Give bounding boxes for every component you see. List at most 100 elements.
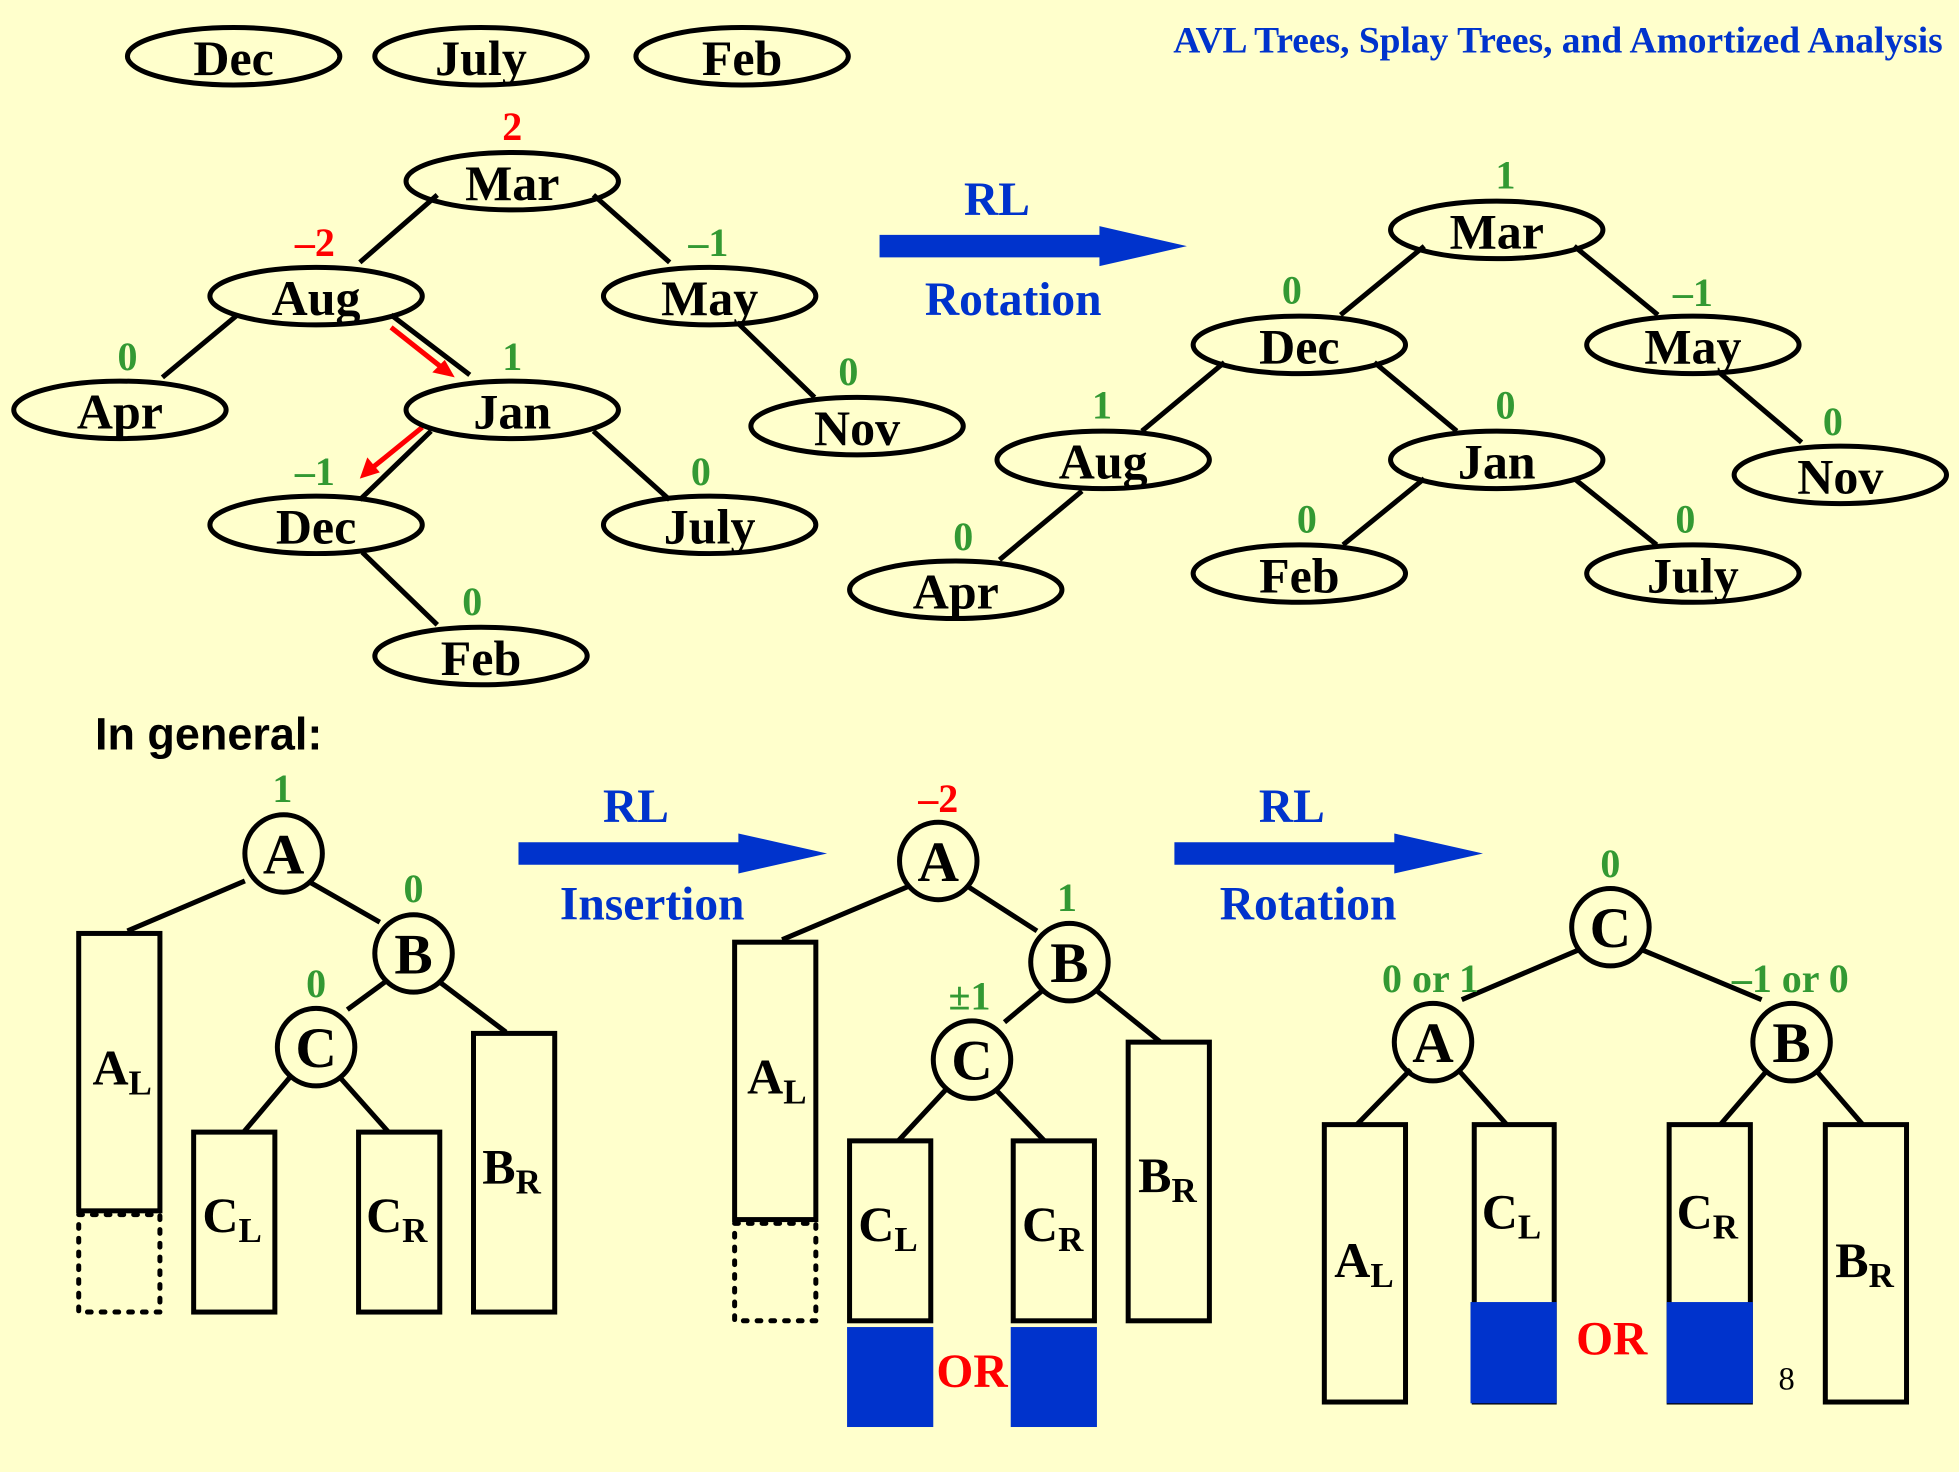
arrow-right-icon — [879, 226, 1187, 267]
edge-A-AL — [126, 878, 246, 934]
edge-C-CL — [896, 1086, 949, 1143]
subtree-label: CR — [366, 1187, 428, 1250]
node-label: Nov — [814, 400, 900, 456]
edge-C-CL — [241, 1074, 294, 1134]
subtree-box — [847, 1138, 934, 1324]
node-ellipse — [372, 24, 590, 88]
subtree-CL: CL — [847, 1138, 934, 1428]
node-dec: Dec –1 — [207, 449, 425, 557]
edge-B-BR — [438, 980, 508, 1035]
or-label: OR — [936, 1346, 1008, 1398]
balance-factor: 0 — [1297, 496, 1317, 541]
node-circle — [1569, 885, 1652, 969]
node-circle — [242, 812, 325, 895]
subtree-BR: BR — [471, 1030, 558, 1315]
balance-factor: 0 — [691, 449, 711, 494]
subtree-label: CR — [1677, 1183, 1739, 1246]
red-arrow-jan-dec — [359, 425, 424, 479]
node-ellipse — [600, 493, 819, 557]
node-label: B — [1050, 932, 1088, 995]
edge-B-C — [1002, 988, 1044, 1025]
subtree-label: BR — [1138, 1147, 1197, 1210]
node-A: A 0 or 1 — [1382, 956, 1479, 1084]
red-arrow-shaft — [368, 425, 424, 472]
pending-node-july: July — [372, 24, 590, 88]
balance-factor: 0 — [838, 349, 858, 394]
node-aug: Aug –2 — [207, 220, 425, 328]
node-mar: Mar 1 — [1388, 153, 1606, 262]
subtree-label: BR — [482, 1138, 541, 1201]
node-label: Nov — [1797, 449, 1883, 505]
node-label: B — [1772, 1012, 1810, 1075]
subtree-box — [76, 930, 163, 1214]
node-C: C 0 — [1569, 841, 1652, 969]
node-ellipse — [124, 24, 343, 88]
subtree-BR: BR — [1822, 1122, 1910, 1405]
node-feb: Feb 0 — [372, 579, 590, 688]
edge-B-C — [345, 980, 387, 1012]
arrow-label-bottom: Rotation — [1220, 879, 1397, 931]
general-stage-3: C 0 A 0 or 1 B –1 or 0 AL CL OR CR — [1321, 841, 1910, 1405]
node-label: A — [263, 823, 305, 886]
edge-dec-jan — [1372, 360, 1459, 434]
node-label: B — [394, 923, 432, 986]
arrow-right-icon — [1174, 833, 1483, 874]
edge-A-CL — [1456, 1067, 1509, 1127]
node-label: Dec — [1259, 319, 1339, 375]
node-nov: Nov 0 — [748, 349, 966, 458]
node-label: C — [295, 1017, 337, 1080]
subtree-label: BR — [1835, 1232, 1894, 1295]
node-circle — [897, 819, 980, 903]
node-ellipse — [633, 24, 851, 88]
node-ellipse — [11, 378, 229, 442]
subtree-box — [1321, 1122, 1409, 1405]
subtree-AL: AL — [1321, 1122, 1409, 1405]
node-ellipse — [207, 493, 425, 557]
subtree-label: AL — [747, 1048, 806, 1111]
subtree-label: CL — [1482, 1183, 1541, 1246]
subtree-CL: CL — [1470, 1122, 1557, 1405]
edge-dec-feb — [360, 550, 440, 627]
arrow-right-icon — [518, 833, 828, 874]
inserted-node-block — [1470, 1302, 1557, 1404]
node-label: Jan — [473, 384, 551, 440]
node-label: Apr — [913, 564, 999, 620]
edge-jan-july — [591, 429, 672, 502]
edge-mar-dec — [1338, 244, 1426, 317]
balance-factor: 2 — [502, 104, 522, 149]
subtree-label: AL — [1334, 1232, 1393, 1295]
inserted-node-block — [1010, 1327, 1097, 1428]
node-aug: Aug 1 — [994, 383, 1212, 492]
edge-C-B — [1640, 947, 1763, 1002]
node-mar: Mar 2 — [403, 104, 621, 213]
edge-A-AL — [1355, 1067, 1413, 1127]
node-ellipse — [372, 624, 590, 688]
node-nov: Nov 0 — [1731, 399, 1950, 507]
edge-aug-apr — [160, 312, 239, 380]
node-ellipse — [600, 264, 819, 328]
balance-factor: 1 — [272, 766, 292, 811]
node-label: July — [664, 499, 756, 555]
red-arrow-shaft — [389, 325, 447, 372]
node-label: Feb — [441, 630, 521, 686]
edge-may-nov — [735, 320, 817, 400]
node-label: Dec — [193, 30, 273, 86]
balance-factor: 1 — [1495, 153, 1515, 198]
edge-may-nov — [1717, 370, 1804, 445]
balance-factor: –1 or 0 — [1731, 956, 1849, 1001]
edge-aug-apr — [997, 489, 1084, 562]
node-circle — [930, 1018, 1014, 1101]
subtree-AL: AL — [76, 930, 163, 1315]
balance-factor: 0 or 1 — [1382, 956, 1479, 1001]
slide-title: AVL Trees, Splay Trees, and Amortized An… — [1173, 20, 1943, 61]
subtree-box — [1010, 1138, 1097, 1324]
node-ellipse — [994, 428, 1212, 492]
red-arrow-head — [432, 359, 455, 378]
node-ellipse — [1388, 428, 1606, 492]
edge-dec-aug — [1140, 360, 1226, 434]
node-label: Feb — [1259, 547, 1339, 603]
red-arrow-head — [359, 457, 380, 479]
general-stage-1: A 1 B 0 C 0 AL CL CR BR — [76, 766, 558, 1315]
edge-B-CR — [1718, 1068, 1770, 1127]
balance-factor: 0 — [404, 866, 424, 911]
